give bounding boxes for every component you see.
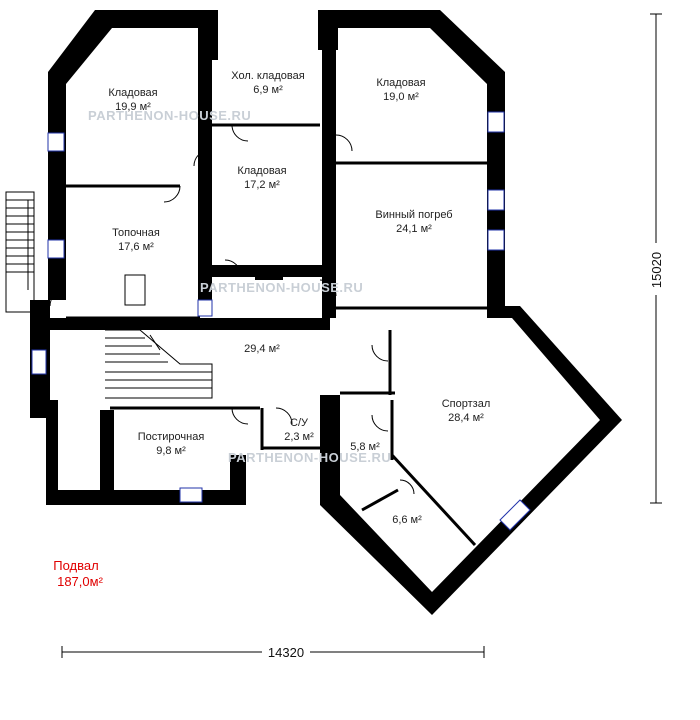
- floor-area: 187,0м²: [57, 574, 103, 589]
- room-area-small-2: 6,6 м²: [392, 514, 422, 526]
- room-name-pantry-2: Кладовая: [376, 77, 425, 89]
- room-area-pantry-2: 19,0 м²: [383, 91, 419, 103]
- windows: [31, 111, 531, 531]
- interior-walls: [66, 123, 487, 547]
- watermarks: PARTHENON-HOUSE.RU PARTHENON-HOUSE.RU PA…: [88, 108, 391, 465]
- room-name-boiler-room: Топочная: [112, 227, 160, 239]
- watermark-2: PARTHENON-HOUSE.RU: [200, 280, 363, 295]
- room-area-pantry-3: 17,2 м²: [244, 179, 280, 191]
- outside-stair: [5, 191, 35, 313]
- room-name-pantry-3: Кладовая: [237, 165, 286, 177]
- dimension-width-label: 14320: [268, 645, 304, 660]
- dimension-height: 15020: [646, 13, 666, 504]
- watermark-1: PARTHENON-HOUSE.RU: [88, 108, 251, 123]
- room-name-gym: Спортзал: [442, 398, 491, 410]
- watermark-3: PARTHENON-HOUSE.RU: [228, 450, 391, 465]
- floor-name: Подвал: [53, 558, 98, 573]
- room-area-wine-cellar: 24,1 м²: [396, 223, 432, 235]
- room-name-wine-cellar: Винный погреб: [375, 209, 452, 221]
- room-area-boiler-room: 17,6 м²: [118, 241, 154, 253]
- room-name-cold-pantry: Хол. кладовая: [231, 70, 304, 82]
- room-area-hall: 29,4 м²: [244, 343, 280, 355]
- room-area-pantry-1: 19,9 м²: [115, 101, 151, 113]
- doors: [49, 124, 415, 495]
- dimension-height-label: 15020: [649, 252, 664, 288]
- room-labels: Кладовая 19,9 м² Хол. кладовая 6,9 м² Кл…: [108, 70, 490, 526]
- room-area-laundry: 9,8 м²: [156, 445, 186, 457]
- room-area-gym: 28,4 м²: [448, 412, 484, 424]
- room-name-pantry-1: Кладовая: [108, 87, 157, 99]
- room-area-small-1: 5,8 м²: [350, 441, 380, 453]
- room-area-bathroom: 2,3 м²: [284, 431, 314, 443]
- boiler-unit: [124, 274, 146, 306]
- floor-title: Подвал 187,0м²: [53, 558, 103, 589]
- inner-stair: [105, 329, 213, 399]
- room-name-laundry: Постирочная: [138, 431, 205, 443]
- room-name-bathroom: С/У: [290, 417, 309, 429]
- dimension-width: 14320: [61, 644, 485, 660]
- room-area-cold-pantry: 6,9 м²: [253, 84, 283, 96]
